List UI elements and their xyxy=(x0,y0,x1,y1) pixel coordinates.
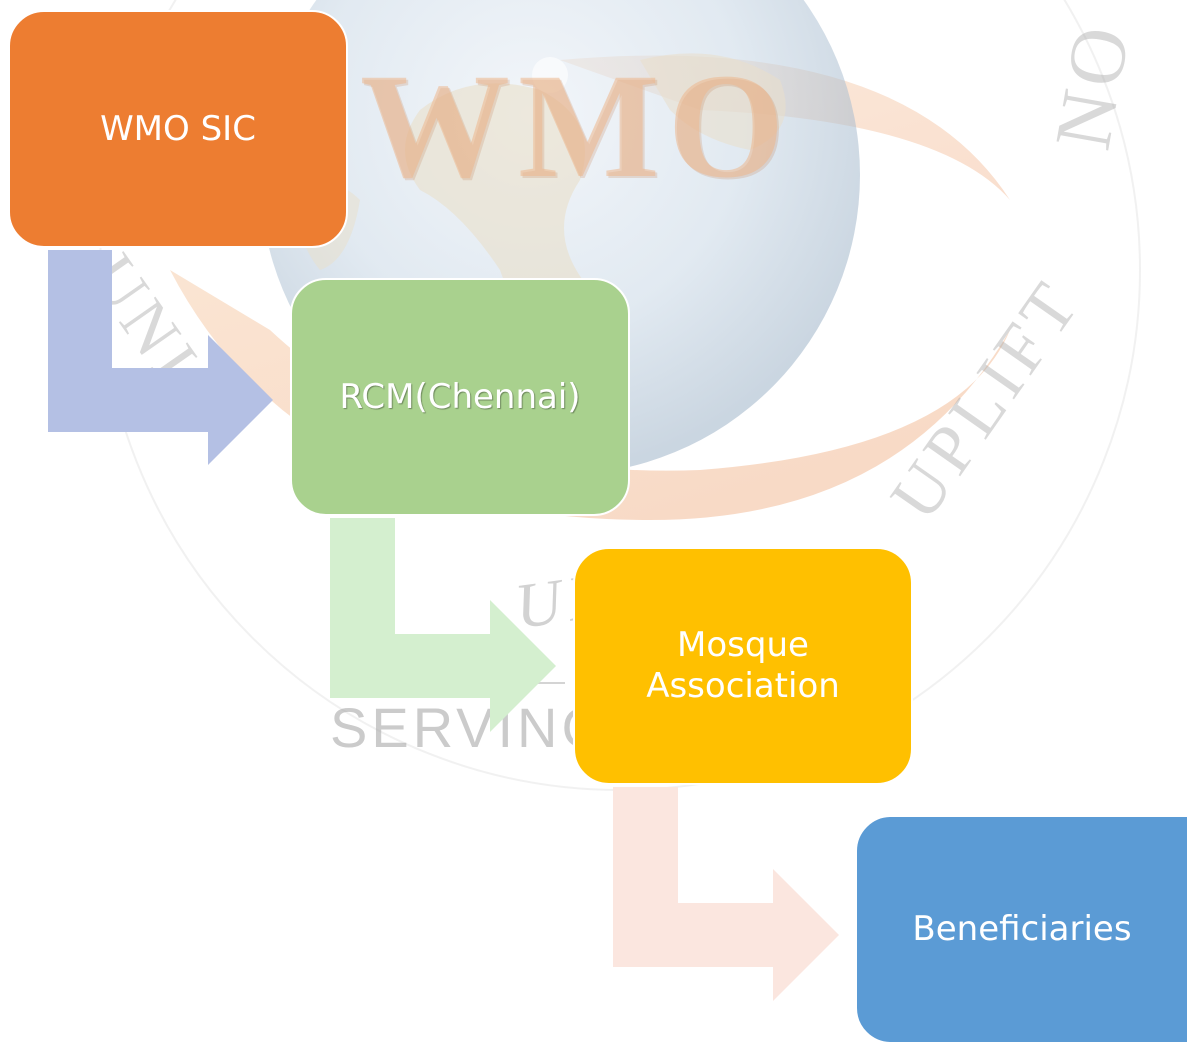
connector-arrow-rcm-to-mosque xyxy=(330,518,556,732)
node-label: Beneficiaries xyxy=(912,909,1132,950)
node-wmo-sic: WMO SIC xyxy=(8,10,348,248)
connector-arrow-wmo-to-rcm xyxy=(48,250,273,465)
node-rcm-chennai: RCM(Chennai) xyxy=(290,278,630,516)
node-beneficiaries: Beneficiaries xyxy=(855,815,1189,1044)
node-mosque-association: Mosque Association xyxy=(573,547,913,785)
node-label: WMO SIC xyxy=(100,108,256,149)
node-label: Mosque Association xyxy=(646,625,840,706)
node-label: RCM(Chennai) xyxy=(339,376,581,417)
connector-arrow-mosque-to-beneficiaries xyxy=(613,787,839,1001)
